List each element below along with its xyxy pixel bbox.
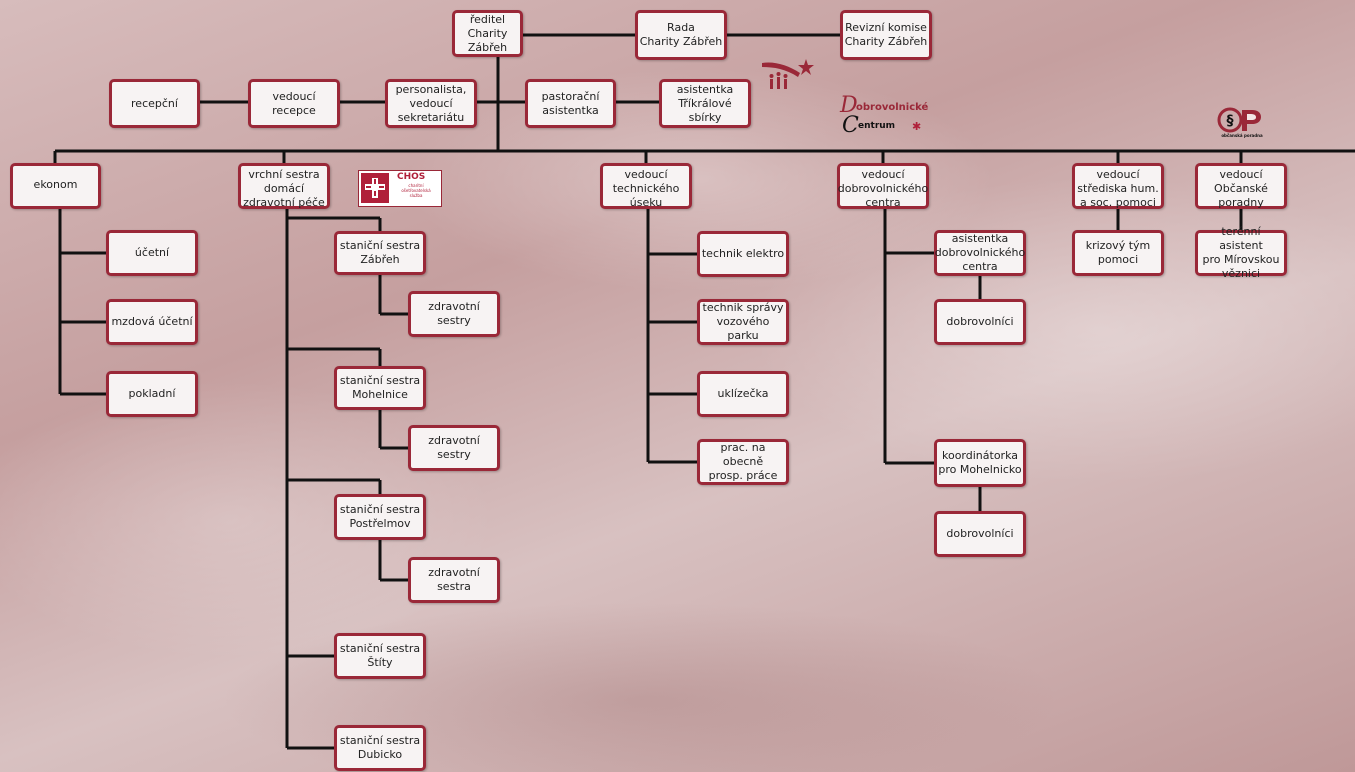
obcanska-poradna-logo: § občanská poradna — [1212, 107, 1272, 141]
dobrovolnicke-centrum-logo: D obrovolnické C entrum ✱ — [838, 93, 948, 138]
node-ekonom: ekonom — [10, 163, 101, 209]
dc-letter-d: D — [840, 93, 858, 118]
node-koordinatorka-mohelnicko: koordinátorka pro Mohelnicko — [934, 439, 1026, 487]
node-stanicni-sestra-postrelmov: staniční sestra Postřelmov — [334, 494, 426, 540]
node-reditel: ředitel Charity Zábřeh — [452, 10, 523, 57]
node-vedouci-recepce: vedoucí recepce — [248, 79, 340, 128]
node-pastoracni-asistentka: pastorační asistentka — [525, 79, 616, 128]
svg-text:§: § — [1227, 113, 1234, 129]
node-zdravotni-sestry-mohelnice: zdravotní sestry — [408, 425, 500, 471]
node-stanicni-sestra-stity: staniční sestra Štíty — [334, 633, 426, 679]
node-dobrovolnici-2: dobrovolníci — [934, 511, 1026, 557]
node-asistentka-trikralove-sbirky: asistentka Tříkrálové sbírky — [659, 79, 751, 128]
node-vedouci-obcanske-poradny: vedoucí Občanské poradny — [1195, 163, 1287, 209]
dc-line2: entrum — [858, 121, 896, 131]
node-mzdova-ucetni: mzdová účetní — [106, 299, 198, 345]
chos-logo: CHOS charitní ošetřovatelská služba — [358, 170, 442, 207]
node-uklizecka: uklízečka — [697, 371, 789, 417]
node-asistentka-dobrovolnickeho-centra: asistentka dobrovolnického centra — [934, 230, 1026, 276]
node-ucetni: účetní — [106, 230, 198, 276]
node-stanicni-sestra-zabreh: staniční sestra Zábřeh — [334, 231, 426, 275]
node-vrchni-sestra: vrchní sestra domácí zdravotní péče — [238, 163, 330, 209]
op-caption: občanská poradna — [1221, 133, 1263, 138]
node-stanicni-sestra-mohelnice: staniční sestra Mohelnice — [334, 366, 426, 410]
dc-letter-c: C — [842, 113, 859, 138]
node-zdravotni-sestra-postrelmov: zdravotní sestra — [408, 557, 500, 603]
node-technik-elektro: technik elektro — [697, 231, 789, 277]
node-technik-vozoveho-parku: technik správy vozového parku — [697, 299, 789, 345]
node-revizni-komise: Revizní komise Charity Zábřeh — [840, 10, 932, 60]
node-dobrovolnici-1: dobrovolníci — [934, 299, 1026, 345]
three-kings-comet-icon — [760, 55, 814, 93]
node-vedouci-strediska: vedoucí střediska hum. a soc. pomoci — [1072, 163, 1164, 209]
node-terenni-asistent: terénní asistent pro Mírovskou věznici — [1195, 225, 1287, 280]
node-vedouci-technickeho-useku: vedoucí technického úseku — [600, 163, 692, 209]
node-prac-obecne-prosp-prace: prac. na obecně prosp. práce — [697, 439, 789, 485]
node-zdravotni-sestry-zabreh: zdravotní sestry — [408, 291, 500, 337]
caritas-cross-icon — [361, 173, 389, 203]
node-krizovy-tym-pomoci: krizový tým pomoci — [1072, 230, 1164, 276]
chos-title: CHOS — [397, 172, 426, 182]
node-vedouci-dobrovolnickeho-centra: vedoucí dobrovolnického centra — [837, 163, 929, 209]
node-personalista: personalista, vedoucí sekretariátu — [385, 79, 477, 128]
node-rada: Rada Charity Zábřeh — [635, 10, 727, 60]
node-pokladni: pokladní — [106, 371, 198, 417]
chos-subtitle: charitní ošetřovatelská služba — [401, 183, 431, 198]
caritas-small-icon: ✱ — [912, 120, 922, 133]
op-emblem-icon: § — [1217, 107, 1261, 133]
node-recepcni: recepční — [109, 79, 200, 128]
dc-line1: obrovolnické — [856, 102, 929, 113]
node-stanicni-sestra-dubicko: staniční sestra Dubicko — [334, 725, 426, 771]
